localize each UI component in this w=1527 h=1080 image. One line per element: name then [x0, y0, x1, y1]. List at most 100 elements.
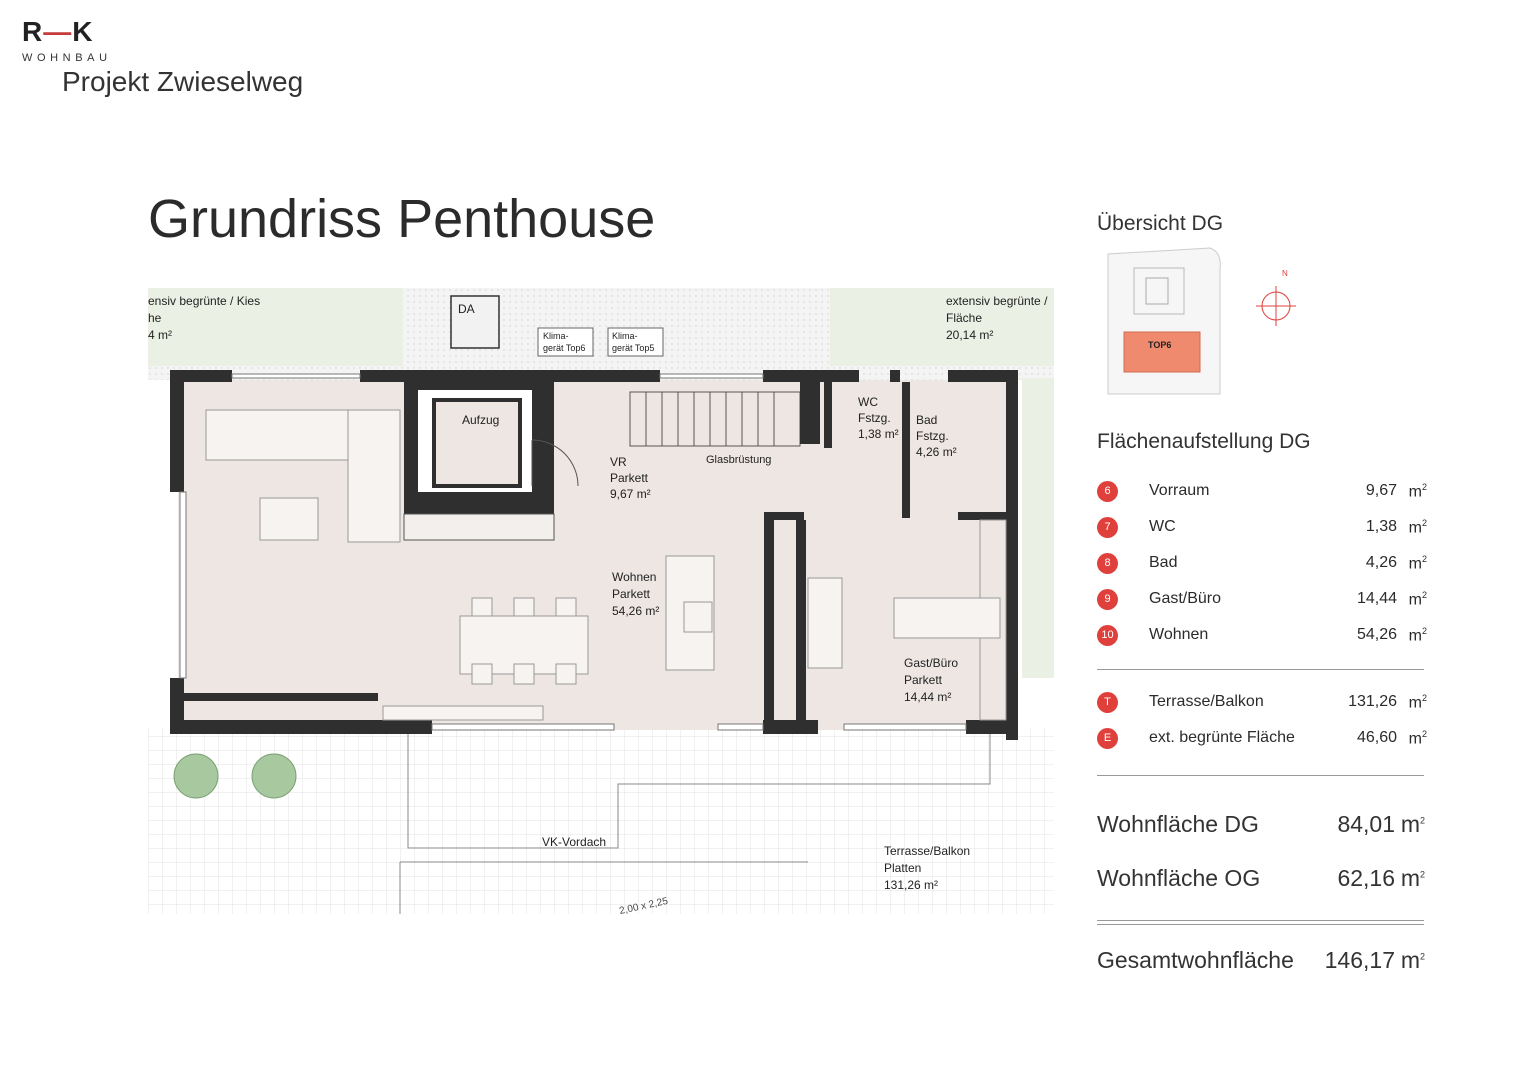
tree-2-icon	[251, 753, 297, 799]
grand-total-name: Gesamtwohnfläche	[1097, 947, 1294, 973]
elevator-cabinets	[403, 513, 555, 541]
green-roof-right	[830, 288, 1054, 366]
vr-line2: Parkett	[610, 471, 649, 485]
living-furniture	[205, 409, 1001, 685]
terrasse-line3: 131,26 m²	[884, 878, 938, 892]
area-name: Wohnen	[1149, 626, 1209, 643]
page-title: Grundriss Penthouse	[148, 189, 656, 249]
klima5-line2: gerät Top5	[612, 343, 654, 353]
area-value: 4,26	[1365, 554, 1397, 571]
da-label: DA	[458, 302, 475, 316]
green-roof-left	[148, 288, 403, 366]
area-value: 131,26	[1348, 693, 1397, 710]
area-row-gast: 9 Gast/Büro 14,44 m2	[1097, 589, 1427, 611]
total-og: Wohnfläche OG 62,16 m2	[1097, 865, 1425, 892]
gast-line1: Gast/Büro	[904, 656, 958, 670]
floor-plan-drawing: DA Klima- gerät Top6 Klima- gerät Top5 A…	[148, 288, 1054, 914]
area-name: WC	[1149, 518, 1176, 535]
aufzug-label: Aufzug	[462, 413, 499, 427]
green-right-line3: 20,14 m²	[946, 328, 993, 342]
green-right-line2: Fläche	[946, 311, 982, 325]
area-name: Terrasse/Balkon	[1149, 693, 1264, 710]
badge-6: 6	[1097, 481, 1118, 502]
area-name: Bad	[1149, 554, 1178, 571]
total-name: Wohnfläche DG	[1097, 811, 1259, 837]
double-divider-bottom	[1097, 924, 1424, 925]
logo-letter-k: K	[72, 16, 94, 47]
grand-total-value: 146,17	[1324, 947, 1395, 973]
lower-outline	[399, 861, 808, 914]
area-row-wc: 7 WC 1,38 m2	[1097, 517, 1427, 539]
green-left-line2: he	[148, 311, 162, 325]
tree-1-icon	[173, 753, 219, 799]
area-unit: m2	[1408, 554, 1427, 573]
area-unit: m2	[1408, 482, 1427, 501]
terrasse-line1: Terrasse/Balkon	[884, 844, 970, 858]
wohnen-line3: 54,26 m²	[612, 604, 659, 618]
grand-total: Gesamtwohnfläche 146,17 m2	[1097, 947, 1425, 974]
area-value: 54,26	[1356, 626, 1397, 643]
area-value: 1,38	[1365, 518, 1397, 535]
area-name: Gast/Büro	[1149, 590, 1222, 607]
wc-line1: WC	[858, 395, 878, 409]
overview-title: Übersicht DG	[1097, 212, 1224, 235]
klima6-line2: gerät Top6	[543, 343, 585, 353]
badge-10: 10	[1097, 625, 1118, 646]
north-label: N	[1282, 269, 1288, 278]
sideboard	[382, 705, 544, 721]
floor-plan: DA Klima- gerät Top6 Klima- gerät Top5 A…	[148, 288, 1054, 914]
green-left-line3: 4 m²	[148, 328, 172, 342]
overview-top6-highlight	[1123, 331, 1201, 373]
area-unit: m2	[1408, 626, 1427, 645]
badge-t: T	[1097, 692, 1118, 713]
total-dg: Wohnfläche DG 84,01 m2	[1097, 811, 1425, 838]
badge-8: 8	[1097, 553, 1118, 574]
area-value: 9,67	[1365, 482, 1397, 499]
double-divider-top	[1097, 920, 1424, 921]
vordach-outline	[407, 734, 991, 849]
total-unit: m2	[1400, 865, 1425, 891]
wc-line3: 1,38 m²	[858, 427, 899, 441]
vr-line1: VR	[610, 455, 627, 469]
area-row-wohnen: 10 Wohnen 54,26 m2	[1097, 625, 1427, 647]
area-unit: m2	[1408, 729, 1427, 748]
area-value: 46,60	[1356, 729, 1397, 746]
logo-letter-r: R	[22, 16, 44, 47]
exterior-walls	[170, 370, 1018, 740]
area-name: Vorraum	[1149, 482, 1210, 499]
terrace-tiles	[148, 728, 1054, 914]
area-unit: m2	[1408, 590, 1427, 609]
area-row-terrasse: T Terrasse/Balkon 131,26 m2	[1097, 692, 1427, 714]
grand-total-unit: m2	[1400, 947, 1425, 973]
interior-walls	[764, 382, 1006, 730]
vordach-label: VK-Vordach	[542, 835, 606, 849]
total-name: Wohnfläche OG	[1097, 865, 1261, 891]
elevator-cabin	[432, 398, 522, 488]
company-logo: R—K	[22, 16, 93, 48]
area-row-green: E ext. begrünte Fläche 46,60 m2	[1097, 728, 1427, 750]
stair-wall	[800, 382, 820, 444]
areas-title: Flächenaufstellung DG	[1097, 430, 1311, 453]
project-name: Projekt Zwieselweg	[62, 66, 304, 97]
windows	[179, 373, 967, 731]
klima-top6-box	[537, 327, 594, 357]
bad-line2: Fstzg.	[916, 429, 949, 443]
green-right-line1: extensiv begrünte /	[946, 294, 1048, 308]
badge-9: 9	[1097, 589, 1118, 610]
elevator-door-swing	[531, 439, 579, 487]
total-value: 62,16	[1337, 865, 1395, 891]
total-value: 84,01	[1337, 811, 1395, 837]
klima5-line1: Klima-	[612, 331, 638, 341]
logo-dash: —	[43, 16, 73, 47]
area-unit: m2	[1408, 693, 1427, 712]
glasbruestung-label: Glasbrüstung	[706, 454, 771, 466]
klima-top5-box	[607, 327, 664, 357]
badge-e: E	[1097, 728, 1118, 749]
overview-core	[1145, 277, 1169, 305]
compass-icon	[1256, 286, 1296, 326]
badge-7: 7	[1097, 517, 1118, 538]
terrasse-line2: Platten	[884, 861, 921, 875]
klima6-line1: Klima-	[543, 331, 569, 341]
gast-line3: 14,44 m²	[904, 690, 951, 704]
area-value: 14,44	[1356, 590, 1397, 607]
